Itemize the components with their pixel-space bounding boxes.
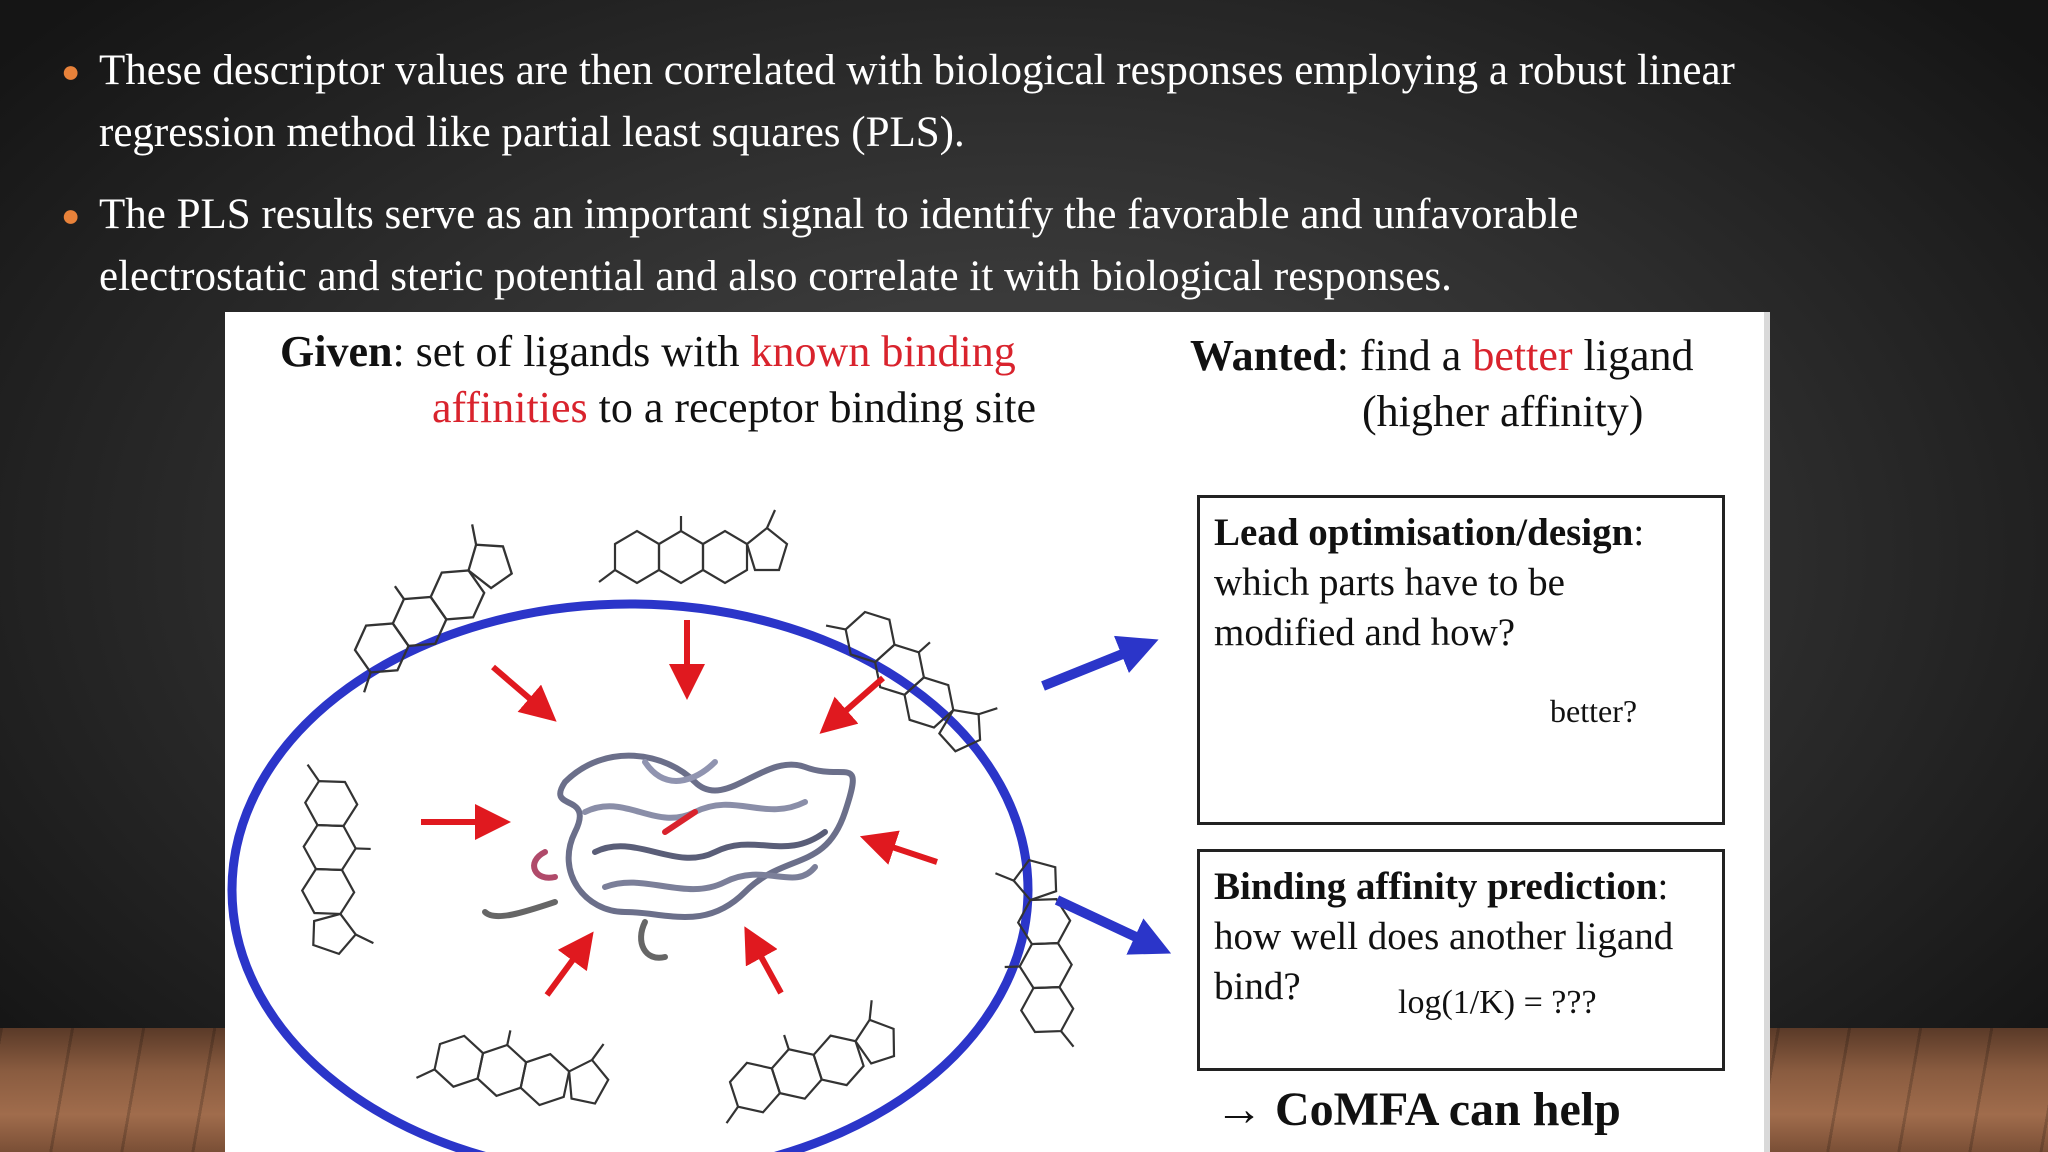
- lead-optimisation-box: Lead optimisation/design: which parts ha…: [1197, 495, 1725, 825]
- given-text: to a receptor binding site: [588, 383, 1036, 432]
- lead-box-line: modified and how?: [1214, 610, 1515, 655]
- given-label: Given: [280, 327, 392, 376]
- wanted-text: : find a: [1337, 331, 1473, 380]
- bullet-item: ● The PLS results serve as an important …: [99, 184, 1999, 308]
- comfa-figure: Given: set of ligands with known binding…: [225, 312, 1770, 1152]
- lead-box-title: Lead optimisation/design:: [1214, 510, 1644, 555]
- wanted-line-2: (higher affinity): [1362, 386, 1643, 437]
- ligand-structure: [599, 510, 787, 583]
- given-highlight: affinities: [432, 383, 588, 432]
- given-text: : set of ligands with: [392, 327, 750, 376]
- arrow-right-icon: →: [1215, 1083, 1263, 1136]
- binding-site-ellipse: [232, 604, 1028, 1152]
- protein-structure: [485, 756, 853, 958]
- binding-box-title: Binding affinity prediction:: [1214, 864, 1668, 909]
- bullet-line: electrostatic and steric potential and a…: [99, 246, 1999, 308]
- wanted-line-1: Wanted: find a better ligand: [1190, 330, 1694, 381]
- lead-box-colon: :: [1633, 511, 1644, 554]
- binding-box-title-text: Binding affinity prediction: [1214, 865, 1658, 908]
- given-line-1: Given: set of ligands with known binding: [280, 326, 1016, 377]
- lead-box-line: which parts have to be: [1214, 560, 1565, 605]
- conclusion-label: CoMFA can help: [1275, 1083, 1621, 1136]
- wanted-highlight: better: [1472, 331, 1572, 380]
- bullet-item: ● These descriptor values are then corre…: [99, 40, 1999, 164]
- binding-box-line: how well does another ligand: [1214, 914, 1673, 959]
- bullet-dot-icon: ●: [61, 184, 80, 246]
- binding-affinity-box: Binding affinity prediction: how well do…: [1197, 849, 1725, 1071]
- ligand-structure: [825, 577, 1005, 766]
- given-highlight: known binding: [751, 327, 1016, 376]
- bullet-line: regression method like partial least squ…: [99, 102, 1999, 164]
- bullet-line: The PLS results serve as an important si…: [99, 184, 1999, 246]
- better-annotation: better?: [1550, 693, 1637, 730]
- wanted-label: Wanted: [1190, 331, 1337, 380]
- binding-box-colon: :: [1658, 865, 1669, 908]
- ligand-structure: [416, 1007, 615, 1117]
- affinity-formula: log(1/K) = ???: [1398, 984, 1597, 1022]
- blue-arrows: [1043, 647, 1153, 945]
- ligand-structure: [995, 859, 1075, 1049]
- binding-box-line: bind?: [1214, 964, 1301, 1009]
- lead-box-title-text: Lead optimisation/design: [1214, 511, 1633, 554]
- ligand-structure: [300, 765, 380, 955]
- ligand-structure: [704, 997, 905, 1125]
- conclusion-text: → CoMFA can help: [1215, 1082, 1621, 1137]
- given-line-2: affinities to a receptor binding site: [432, 382, 1036, 433]
- wanted-text: ligand: [1573, 331, 1694, 380]
- bullet-dot-icon: ●: [61, 40, 80, 102]
- bullet-line: These descriptor values are then correla…: [99, 40, 1999, 102]
